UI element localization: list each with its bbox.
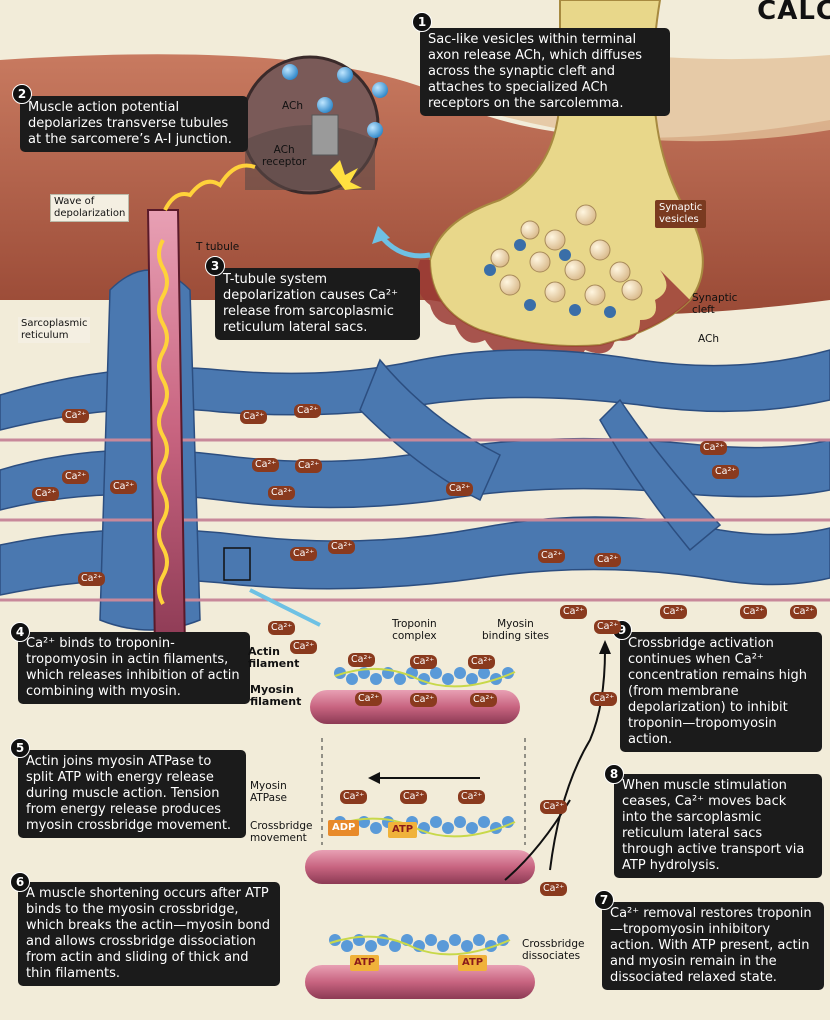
adp-badge: ADP	[328, 820, 359, 836]
troponin-label: Troponin complex	[392, 618, 437, 642]
calcium-ion: Ca²⁺	[78, 572, 105, 586]
step-7-text: Ca²⁺ removal restores troponin—tropomyos…	[610, 906, 816, 986]
calcium-ion: Ca²⁺	[790, 605, 817, 619]
calcium-ion: Ca²⁺	[446, 482, 473, 496]
calcium-ion: Ca²⁺	[458, 790, 485, 804]
calcium-ion: Ca²⁺	[252, 458, 279, 472]
calcium-ion: Ca²⁺	[294, 404, 321, 418]
step-7-box: Ca²⁺ removal restores troponin—tropomyos…	[602, 902, 824, 990]
step-1-box: Sac-like vesicles within terminal axon r…	[420, 28, 670, 116]
calcium-ion: Ca²⁺	[328, 540, 355, 554]
myosin-atpase-label: Myosin ATPase	[250, 780, 287, 804]
step-3-number: 3	[205, 256, 225, 276]
calcium-ion: Ca²⁺	[700, 441, 727, 455]
calcium-ion: Ca²⁺	[110, 480, 137, 494]
step-1-number: 1	[412, 12, 432, 32]
atp-badge-1: ATP	[388, 822, 417, 838]
calcium-ion: Ca²⁺	[740, 605, 767, 619]
calcium-ion: Ca²⁺	[268, 621, 295, 635]
calcium-ion: Ca²⁺	[290, 640, 317, 654]
step-6-box: A muscle shortening occurs after ATP bin…	[18, 882, 280, 986]
return-arrow	[550, 650, 605, 870]
wave-label: Wave of depolarization	[50, 194, 129, 222]
calcium-ion: Ca²⁺	[62, 409, 89, 423]
sr-label: Sarcoplasmic reticulum	[18, 317, 90, 343]
calcium-ion: Ca²⁺	[62, 470, 89, 484]
step-8-box: When muscle stimulation ceases, Ca²⁺ mov…	[614, 774, 822, 878]
calcium-ion: Ca²⁺	[560, 605, 587, 619]
step-3-text: T-tubule system depolarization causes Ca…	[223, 272, 412, 336]
synaptic-vesicles-label: Synaptic vesicles	[655, 200, 706, 228]
step-2-box: Muscle action potential depolarizes tran…	[20, 96, 248, 152]
calcium-ion: Ca²⁺	[268, 486, 295, 500]
step-6-number: 6	[10, 872, 30, 892]
ach-inset-label: ACh	[282, 100, 303, 112]
calcium-ion: Ca²⁺	[32, 487, 59, 501]
calcium-ion: Ca²⁺	[590, 692, 617, 706]
calcium-ion: Ca²⁺	[400, 790, 427, 804]
ach-receptor-label: ACh receptor	[262, 144, 306, 168]
calcium-ion: Ca²⁺	[538, 549, 565, 563]
step-5-box: Actin joins myosin ATPase to split ATP w…	[18, 750, 246, 838]
corner-title: CALC	[757, 0, 830, 26]
step-5-text: Actin joins myosin ATPase to split ATP w…	[26, 754, 238, 834]
calcium-ion: Ca²⁺	[660, 605, 687, 619]
calcium-ion: Ca²⁺	[355, 692, 382, 706]
calcium-ion: Ca²⁺	[594, 620, 621, 634]
step-2-text: Muscle action potential depolarizes tran…	[28, 100, 240, 148]
step-6-text: A muscle shortening occurs after ATP bin…	[26, 886, 272, 982]
calcium-ion: Ca²⁺	[410, 693, 437, 707]
step-7-number: 7	[594, 890, 614, 910]
step-1-text: Sac-like vesicles within terminal axon r…	[428, 32, 662, 112]
myosin-filament-label: Myosin filament	[250, 684, 301, 708]
step-4-text: Ca²⁺ binds to troponin-tropomyosin in ac…	[26, 636, 242, 700]
atp-badge-3: ATP	[458, 955, 487, 971]
ach-cleft-label: ACh	[698, 333, 719, 345]
calcium-ion: Ca²⁺	[712, 465, 739, 479]
step-4-number: 4	[10, 622, 30, 642]
calcium-ion: Ca²⁺	[290, 547, 317, 561]
calcium-ion: Ca²⁺	[410, 655, 437, 669]
step-3-box: T-tubule system depolarization causes Ca…	[215, 268, 420, 340]
calcium-ion: Ca²⁺	[295, 459, 322, 473]
step-4-box: Ca²⁺ binds to troponin-tropomyosin in ac…	[18, 632, 250, 704]
crossbridge-movement-label: Crossbridge movement	[250, 820, 312, 844]
calcium-ion: Ca²⁺	[340, 790, 367, 804]
step-9-text: Crossbridge activation continues when Ca…	[628, 636, 814, 748]
step-8-text: When muscle stimulation ceases, Ca²⁺ mov…	[622, 778, 814, 874]
filament-panel-3	[305, 934, 535, 999]
calcium-ion: Ca²⁺	[540, 882, 567, 896]
calcium-ion: Ca²⁺	[540, 800, 567, 814]
calcium-ion: Ca²⁺	[240, 410, 267, 424]
step-8-number: 8	[604, 764, 624, 784]
t-tubule-label: T tubule	[196, 241, 239, 253]
calcium-ion: Ca²⁺	[470, 693, 497, 707]
step-9-box: Crossbridge activation continues when Ca…	[620, 632, 822, 752]
step-2-number: 2	[12, 84, 32, 104]
calcium-ion: Ca²⁺	[348, 653, 375, 667]
myosin-sites-label: Myosin binding sites	[482, 618, 549, 642]
calcium-ion: Ca²⁺	[468, 655, 495, 669]
calcium-ion: Ca²⁺	[594, 553, 621, 567]
synaptic-cleft-label: Synaptic cleft	[692, 292, 737, 316]
atp-badge-2: ATP	[350, 955, 379, 971]
crossbridge-dissociates-label: Crossbridge dissociates	[522, 938, 584, 962]
step-5-number: 5	[10, 738, 30, 758]
